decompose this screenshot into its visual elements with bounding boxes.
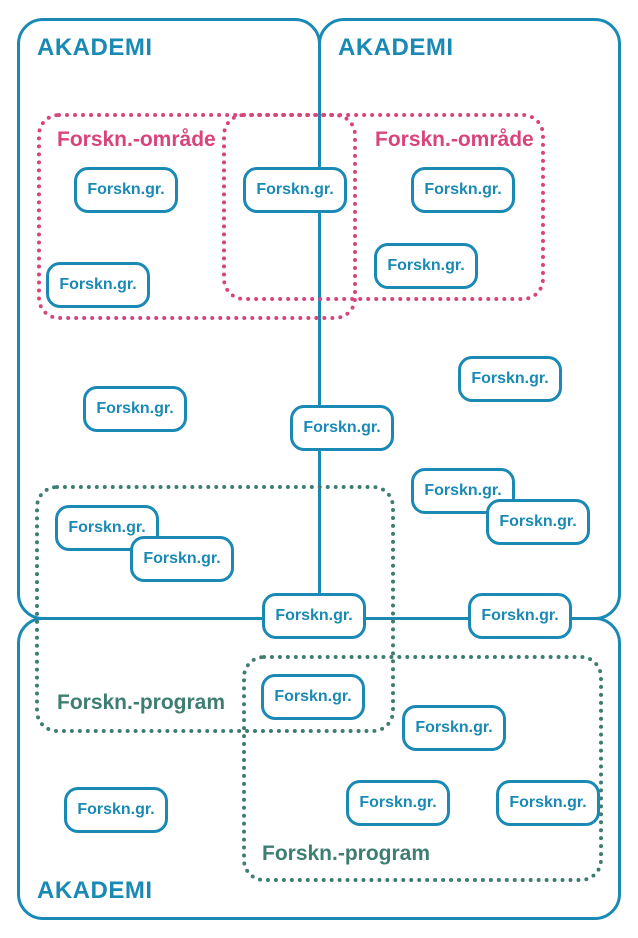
forskningsgrupp: Forskn.gr.	[64, 787, 168, 833]
program-box-right	[242, 655, 603, 882]
forskningsgrupp: Forskn.gr.	[346, 780, 450, 826]
program-box-left	[35, 485, 395, 733]
forskningsgrupp: Forskn.gr.	[486, 499, 590, 545]
program-label-left: Forskn.-program	[57, 691, 226, 714]
omrade-box-left	[37, 113, 357, 320]
forskningsgrupp: Forskn.gr.	[46, 262, 150, 308]
forskningsgrupp: Forskn.gr.	[468, 593, 572, 639]
program-label-right: Forskn.-program	[262, 842, 431, 865]
akademi-label-right: AKADEMI	[338, 34, 454, 61]
forskningsgrupp: Forskn.gr.	[411, 468, 515, 514]
forskningsgrupp: Forskn.gr.	[374, 243, 478, 289]
forskningsgrupp: Forskn.gr.	[458, 356, 562, 402]
omrade-label-left: Forskn.-område	[57, 128, 216, 151]
forskningsgrupp: Forskn.gr.	[262, 593, 366, 639]
forskningsgrupp: Forskn.gr.	[243, 167, 347, 213]
forskningsgrupp: Forskn.gr.	[290, 405, 394, 451]
forskningsgrupp: Forskn.gr.	[74, 167, 178, 213]
forskningsgrupp: Forskn.gr.	[83, 386, 187, 432]
akademi-label-left: AKADEMI	[37, 34, 153, 61]
omrade-label-right: Forskn.-område	[375, 128, 534, 151]
omrade-box-right	[222, 113, 545, 301]
akademi-label-bottom: AKADEMI	[37, 877, 153, 904]
forskningsgrupp: Forskn.gr.	[496, 780, 600, 826]
forskningsgrupp: Forskn.gr.	[261, 674, 365, 720]
forskningsgrupp: Forskn.gr.	[402, 705, 506, 751]
forskningsgrupp: Forskn.gr.	[130, 536, 234, 582]
forskningsgrupp: Forskn.gr.	[411, 167, 515, 213]
